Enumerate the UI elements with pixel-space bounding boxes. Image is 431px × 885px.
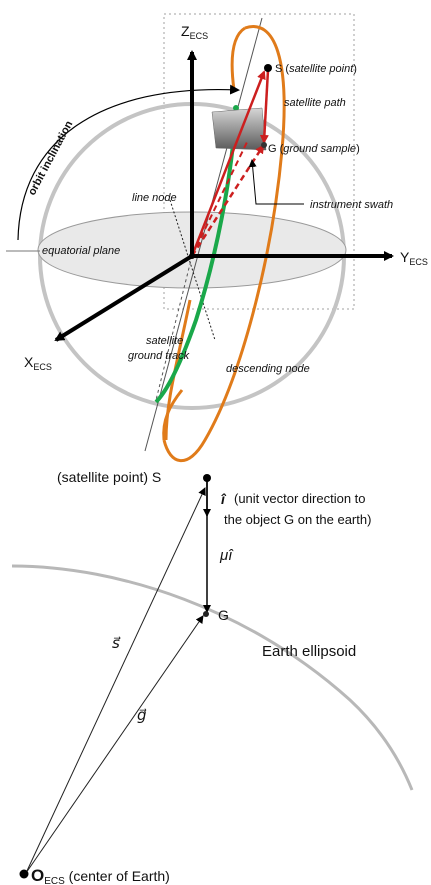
ground-track-start [233, 105, 239, 111]
instrument-swath-label: instrument swath [310, 199, 393, 211]
mu-i-label: μî [219, 547, 234, 564]
g-vector-red-dashed-2 [191, 139, 249, 257]
orbit-3d-diagram: ZECS YECS XECS orbit inclination S (sate… [6, 13, 428, 463]
origin-dot-top [189, 253, 195, 259]
descending-node-label: descending node [226, 363, 310, 375]
line-node-label: line node [132, 192, 177, 204]
swath-pointer [248, 159, 304, 205]
y-axis-label: YECS [400, 249, 428, 267]
satellite-point-label: S (satellite point) [275, 63, 357, 75]
ground-track-label-2: ground track [128, 350, 190, 362]
s-vector-label: s⃗ [112, 635, 121, 652]
satellite-point-s-label: (satellite point) S [57, 469, 161, 485]
earth-ellipsoid-label: Earth ellipsoid [262, 643, 356, 660]
orbit-inclination-label: orbit inclination [26, 119, 75, 198]
orbit-axis-line [144, 17, 263, 452]
satellite-point-s [203, 474, 211, 482]
orbit-inclination-arc [17, 84, 240, 241]
satellite-path-label: satellite path [284, 97, 346, 109]
ground-sample-label: G (ground sample) [268, 143, 360, 155]
g-point-label: G [218, 607, 229, 623]
instrument-swath [211, 107, 267, 151]
x-axis [54, 254, 194, 342]
ground-point-g [203, 611, 209, 617]
origin-label: OECS (center of Earth) [31, 866, 170, 885]
orbit-path-bottom [162, 389, 184, 441]
s-vector [25, 487, 206, 874]
unit-vector-symbol: î [221, 491, 227, 507]
satellite-point-dot [264, 64, 272, 72]
g-vector [25, 615, 204, 874]
x-axis-label: XECS [24, 354, 52, 372]
ground-track-label-1: satellite [146, 335, 183, 347]
vector-diagram: (satellite point) S î (unit vector direc… [11, 469, 414, 885]
satellite-ground-track [154, 107, 238, 404]
orbit-path-front [162, 25, 286, 463]
reference-box [163, 13, 355, 310]
look-vector-red [259, 69, 270, 144]
g-vector-red-dashed [190, 144, 265, 257]
node-dashed [155, 255, 193, 401]
z-axis-label: ZECS [181, 23, 208, 41]
origin-point [19, 869, 29, 879]
unit-vector-desc-2: the object G on the earth) [224, 512, 371, 527]
ground-sample-dot [261, 142, 267, 148]
unit-vector-desc-1: (unit vector direction to [234, 491, 366, 506]
line-node-dotted [169, 199, 216, 341]
g-vector-label: g⃗ [137, 707, 147, 724]
equatorial-plane-label: equatorial plane [42, 245, 120, 257]
s-vector-red [190, 70, 266, 257]
earth-ellipsoid-curve [11, 564, 414, 791]
